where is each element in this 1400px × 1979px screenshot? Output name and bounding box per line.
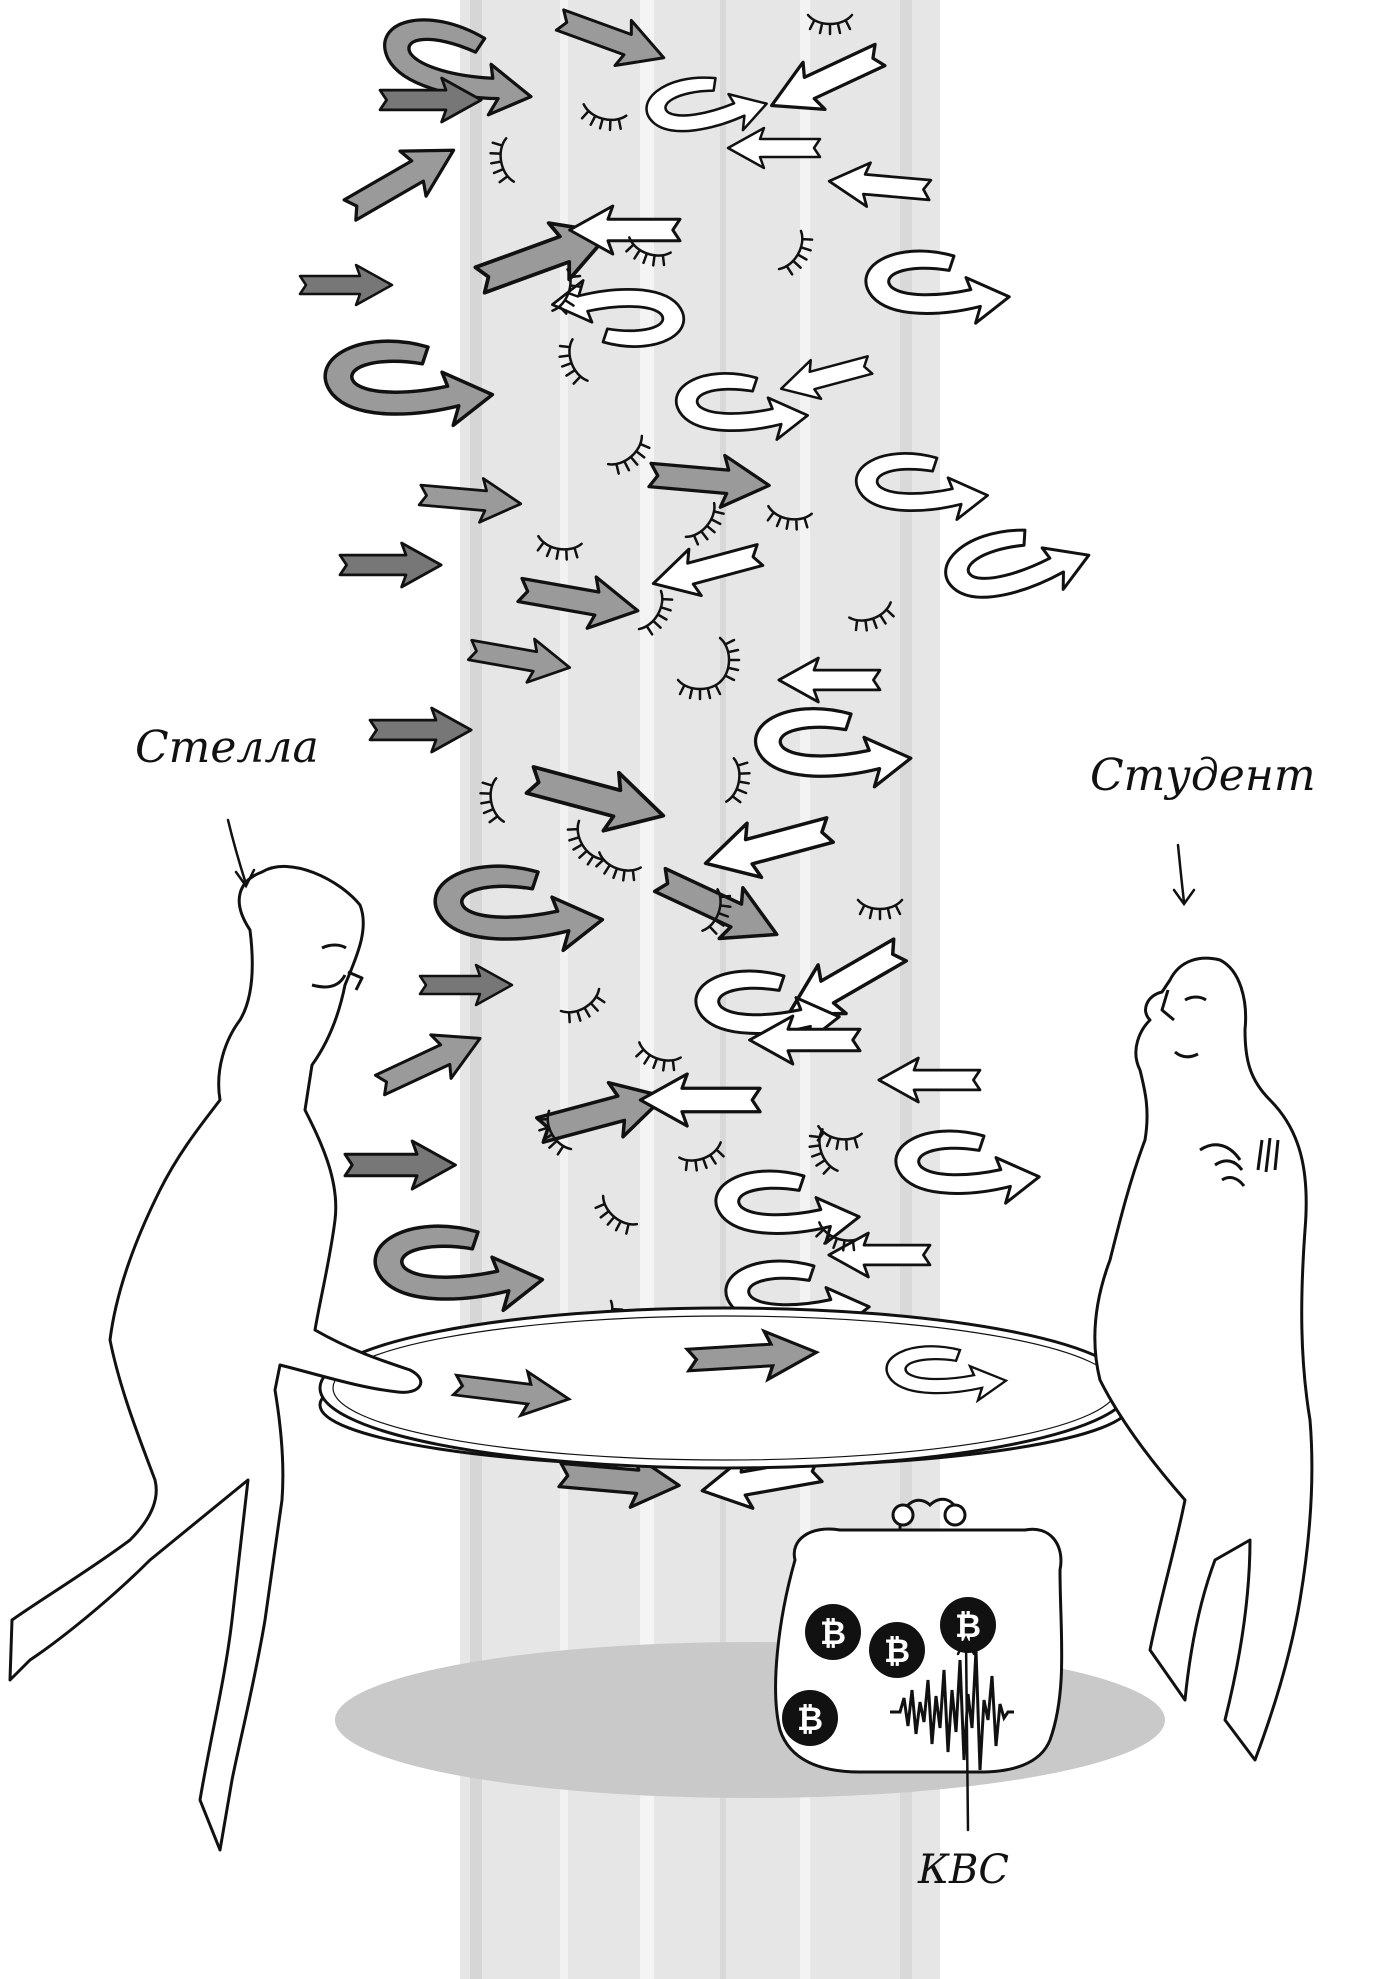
closed-eye-icon bbox=[678, 1141, 725, 1172]
closed-eye-icon bbox=[536, 1109, 573, 1156]
annotation-pointers bbox=[226, 818, 1196, 1832]
closed-eye-icon bbox=[808, 1128, 839, 1175]
closed-eye-icon bbox=[856, 898, 904, 921]
flying-arrow-icon bbox=[368, 706, 473, 754]
flying-arrow-icon bbox=[343, 1139, 457, 1191]
flying-arrow-icon bbox=[338, 541, 443, 589]
bitcoin-coin-icon: ₿ bbox=[940, 1597, 996, 1653]
closed-eye-icon bbox=[479, 777, 506, 824]
round-table bbox=[318, 1306, 1132, 1470]
bitcoin-symbol: ₿ bbox=[797, 1700, 823, 1738]
closed-eye-icon bbox=[848, 601, 895, 632]
closed-eye-icon bbox=[635, 1041, 682, 1072]
bitcoin-symbol: ₿ bbox=[884, 1632, 910, 1670]
closed-eye-icon bbox=[489, 137, 516, 184]
bitcoin-symbol: ₿ bbox=[820, 1614, 846, 1652]
closed-eye-icon bbox=[701, 888, 732, 935]
closed-eye-icon bbox=[684, 501, 725, 546]
closed-eye-icon bbox=[536, 534, 583, 561]
closed-eye-icon bbox=[559, 987, 606, 1024]
bitcoin-symbol: ₿ bbox=[955, 1607, 981, 1645]
closed-eye-icon bbox=[566, 819, 603, 866]
student-figure bbox=[1093, 956, 1314, 1762]
label-stella: Стелла bbox=[135, 722, 319, 773]
closed-eye-icon bbox=[718, 636, 741, 684]
closed-eye-icon bbox=[551, 268, 582, 315]
coin-icons: ₿ ₿ ₿ ₿ bbox=[782, 1597, 996, 1746]
closed-eye-icon bbox=[595, 851, 642, 882]
closed-eye-icon bbox=[580, 103, 628, 132]
closed-eye-icon bbox=[594, 1194, 639, 1235]
closed-eye-icon bbox=[766, 504, 813, 531]
label-student: Студент bbox=[1090, 750, 1316, 801]
closed-eye-icon bbox=[625, 236, 672, 267]
closed-eye-icon bbox=[806, 13, 854, 36]
flying-arrow-icon bbox=[937, 509, 1098, 620]
stella-figure bbox=[8, 865, 423, 1852]
closed-eye-icon bbox=[815, 1221, 862, 1252]
bitcoin-coin-icon: ₿ bbox=[805, 1604, 861, 1660]
flying-arrow-icon bbox=[335, 126, 469, 235]
closed-eye-icon bbox=[558, 338, 589, 385]
closed-eye-icon bbox=[777, 229, 814, 276]
coin-purse: ₿ ₿ ₿ ₿ bbox=[774, 1497, 1064, 1774]
label-kvs: КВС bbox=[917, 1847, 1009, 1893]
bitcoin-coin-icon: ₿ bbox=[782, 1690, 838, 1746]
closed-eye-icon bbox=[606, 434, 651, 475]
soundwave-icon bbox=[890, 1649, 1014, 1771]
closed-eye-icon bbox=[676, 678, 724, 701]
bitcoin-coin-icon: ₿ bbox=[869, 1622, 925, 1678]
closed-eye-icon bbox=[724, 757, 751, 804]
flying-arrow-icon bbox=[298, 263, 394, 307]
closed-eye-icon bbox=[637, 589, 674, 636]
